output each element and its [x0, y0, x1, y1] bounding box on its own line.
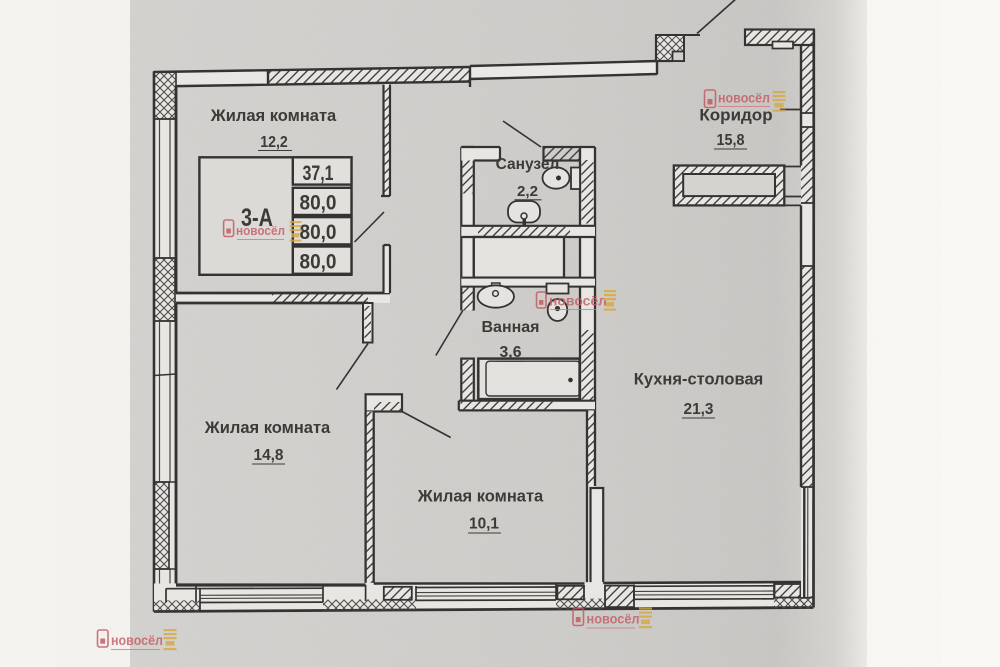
svg-text:Жилая комната: Жилая комната	[210, 107, 337, 125]
svg-text:80,0: 80,0	[300, 251, 337, 274]
svg-text:37,1: 37,1	[303, 162, 334, 185]
svg-text:3,6: 3,6	[500, 344, 522, 361]
svg-text:Санузел: Санузел	[496, 156, 560, 173]
svg-text:Жилая комната: Жилая комната	[417, 488, 544, 506]
svg-text:новосёл: новосёл	[718, 90, 770, 106]
svg-text:новосёл: новосёл	[587, 611, 640, 627]
svg-text:15,8: 15,8	[717, 132, 745, 149]
svg-text:Кухня-столовая: Кухня-столовая	[634, 371, 764, 389]
svg-text:3-А: 3-А	[241, 204, 273, 232]
svg-text:новосёл: новосёл	[236, 224, 285, 238]
svg-text:2,2: 2,2	[517, 183, 538, 200]
svg-text:21,3: 21,3	[684, 401, 714, 418]
svg-text:Жилая комната: Жилая комната	[204, 419, 331, 437]
svg-text:Коридор: Коридор	[699, 106, 772, 125]
svg-text:10,1: 10,1	[469, 516, 499, 533]
svg-text:новосёл: новосёл	[111, 632, 163, 648]
svg-text:80,0: 80,0	[300, 192, 337, 215]
svg-text:14,8: 14,8	[254, 447, 284, 464]
svg-text:новосёл: новосёл	[549, 294, 607, 309]
svg-text:Ванная: Ванная	[481, 319, 539, 336]
svg-text:12,2: 12,2	[260, 134, 288, 151]
svg-text:80,0: 80,0	[300, 221, 337, 244]
